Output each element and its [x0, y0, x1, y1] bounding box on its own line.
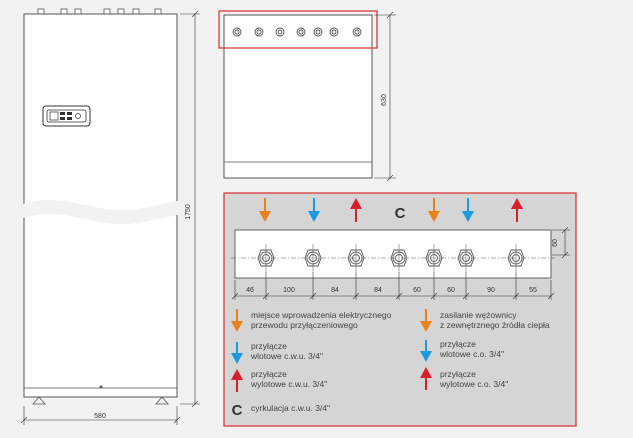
top-view: 630	[218, 10, 396, 182]
spacing-1: 46	[246, 287, 254, 294]
width-dimension	[20, 406, 181, 425]
spacing-6: 60	[447, 287, 455, 294]
arrow-blue-down-2	[462, 198, 474, 222]
height-label: 1750	[185, 204, 192, 220]
legend-coil-supply: zasilanie wężownicy z zewnętrznego źródł…	[420, 309, 550, 332]
svg-text:wylotowe c.o. 3/4": wylotowe c.o. 3/4"	[439, 379, 508, 389]
depth-dimension	[374, 11, 396, 182]
top-connection-stubs	[232, 27, 362, 37]
legend-power-entry: miejsce wprowadzenia elektrycznego przew…	[231, 309, 392, 332]
spacing-3: 84	[331, 287, 339, 294]
legend-circulation: C cyrkulacja c.w.u. 3/4"	[232, 402, 331, 419]
svg-text:wlotowe c.w.u. 3/4": wlotowe c.w.u. 3/4"	[250, 351, 323, 361]
panel-height-dimension	[552, 226, 570, 259]
legend-ch-inlet: przyłącze wlotowe c.o. 3/4"	[420, 339, 504, 362]
legend-dhw-outlet: przyłącze wylotowe c.w.u. 3/4"	[231, 369, 327, 392]
control-panel	[42, 105, 91, 127]
break-line	[20, 199, 182, 225]
svg-text:wlotowe c.o. 3/4": wlotowe c.o. 3/4"	[439, 349, 504, 359]
arrow-red-up-1	[350, 198, 362, 222]
spacing-2: 100	[283, 287, 295, 294]
spacing-7: 90	[487, 287, 495, 294]
depth-label: 630	[381, 94, 388, 106]
legend-dhw-inlet: przyłącze wlotowe c.w.u. 3/4"	[231, 341, 323, 364]
panel-height-label: 60	[552, 239, 559, 247]
arrow-red-up-2	[511, 198, 523, 222]
svg-text:przyłącze: przyłącze	[440, 369, 476, 379]
top-connections-highlight	[218, 10, 378, 49]
front-view: 1750 580	[20, 8, 200, 425]
spacing-dimension-chain	[231, 272, 555, 300]
circulation-symbol-legend: C	[232, 402, 243, 419]
circulation-symbol-row: C	[395, 205, 406, 222]
top-fittings	[37, 8, 162, 15]
foot-right	[155, 396, 169, 405]
legend: miejsce wprowadzenia elektrycznego przew…	[231, 309, 550, 419]
spacing-5: 60	[413, 287, 421, 294]
svg-text:przyłącze: przyłącze	[251, 341, 287, 351]
arrow-orange-down-1	[259, 198, 271, 222]
spacing-8: 55	[529, 287, 537, 294]
legend-ch-outlet: przyłącze wylotowe c.o. 3/4"	[420, 367, 508, 390]
spacing-4: 84	[374, 287, 382, 294]
svg-text:przewodu przyłączeniowego: przewodu przyłączeniowego	[251, 320, 358, 330]
arrow-blue-down-1	[308, 198, 320, 222]
height-dimension	[180, 10, 200, 408]
arrow-row: C	[259, 198, 523, 222]
connection-plate	[234, 229, 552, 279]
fitting-crosshairs	[265, 244, 517, 272]
svg-text:miejsce wprowadzenia elektrycz: miejsce wprowadzenia elektrycznego	[251, 310, 392, 320]
svg-text:przyłącze: przyłącze	[251, 369, 287, 379]
svg-text:wylotowe c.w.u. 3/4": wylotowe c.w.u. 3/4"	[250, 379, 327, 389]
svg-text:cyrkulacja c.w.u. 3/4": cyrkulacja c.w.u. 3/4"	[251, 403, 330, 413]
svg-text:zasilanie wężownicy: zasilanie wężownicy	[440, 310, 517, 320]
connection-detail-panel: C	[223, 192, 577, 427]
arrow-orange-down-2	[428, 198, 440, 222]
svg-text:z zewnętrznego źródła ciepła: z zewnętrznego źródła ciepła	[440, 320, 550, 330]
foot-left	[32, 396, 46, 405]
width-label: 580	[94, 413, 106, 420]
svg-text:przyłącze: przyłącze	[440, 339, 476, 349]
